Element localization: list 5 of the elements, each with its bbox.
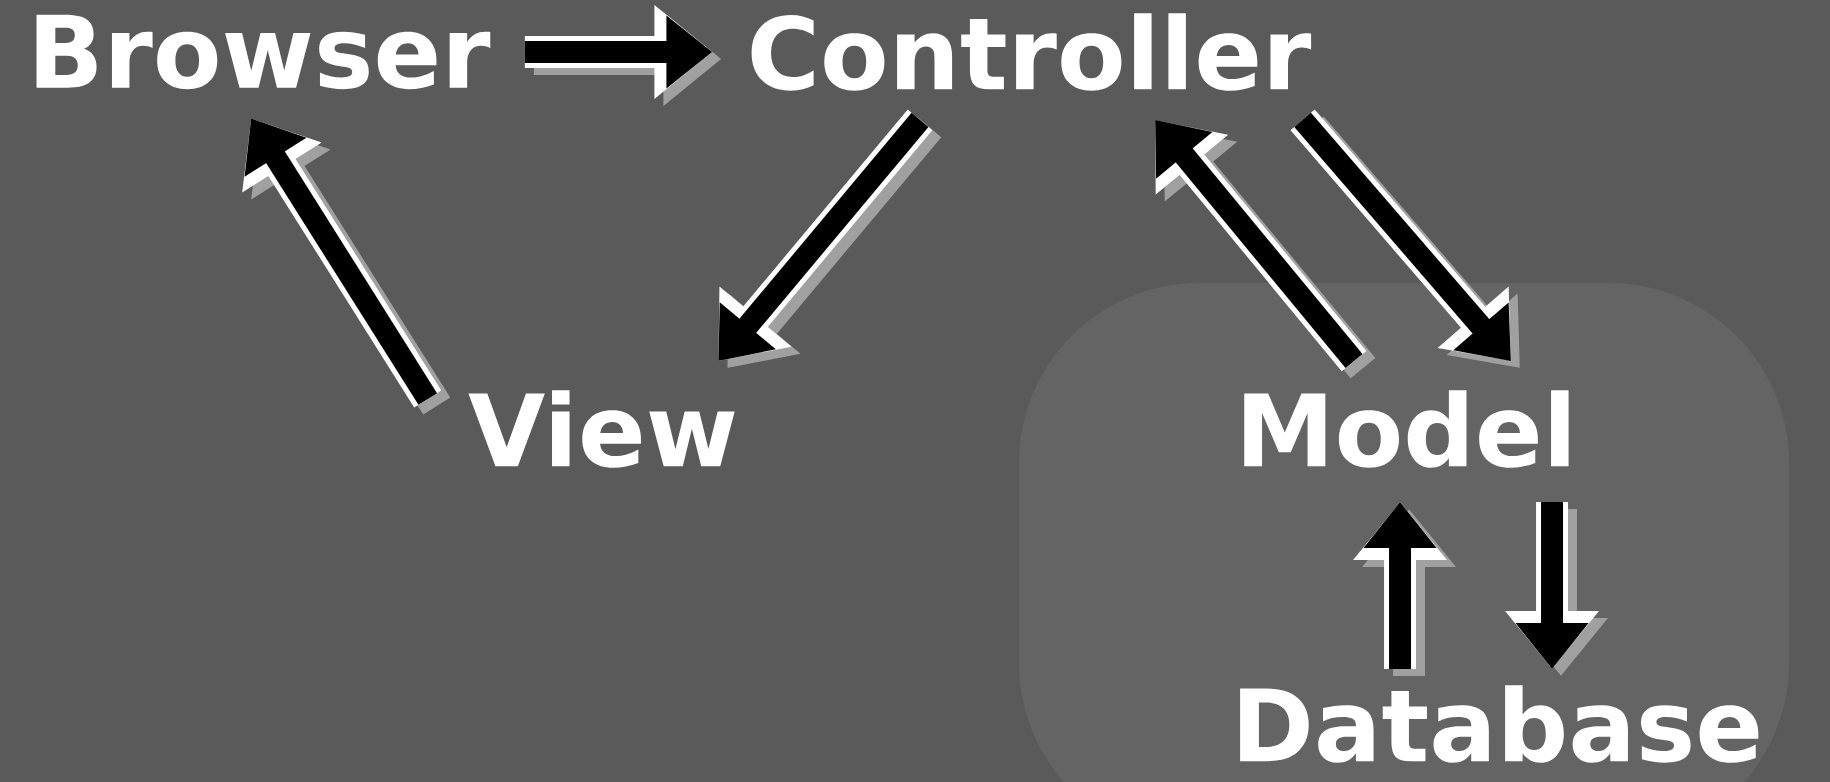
node-label: View [468,390,735,468]
node-label: Controller [751,13,1312,91]
node-label: Browser [36,14,491,90]
node-label: Model [1244,390,1569,468]
node-label: Database [1240,685,1759,763]
